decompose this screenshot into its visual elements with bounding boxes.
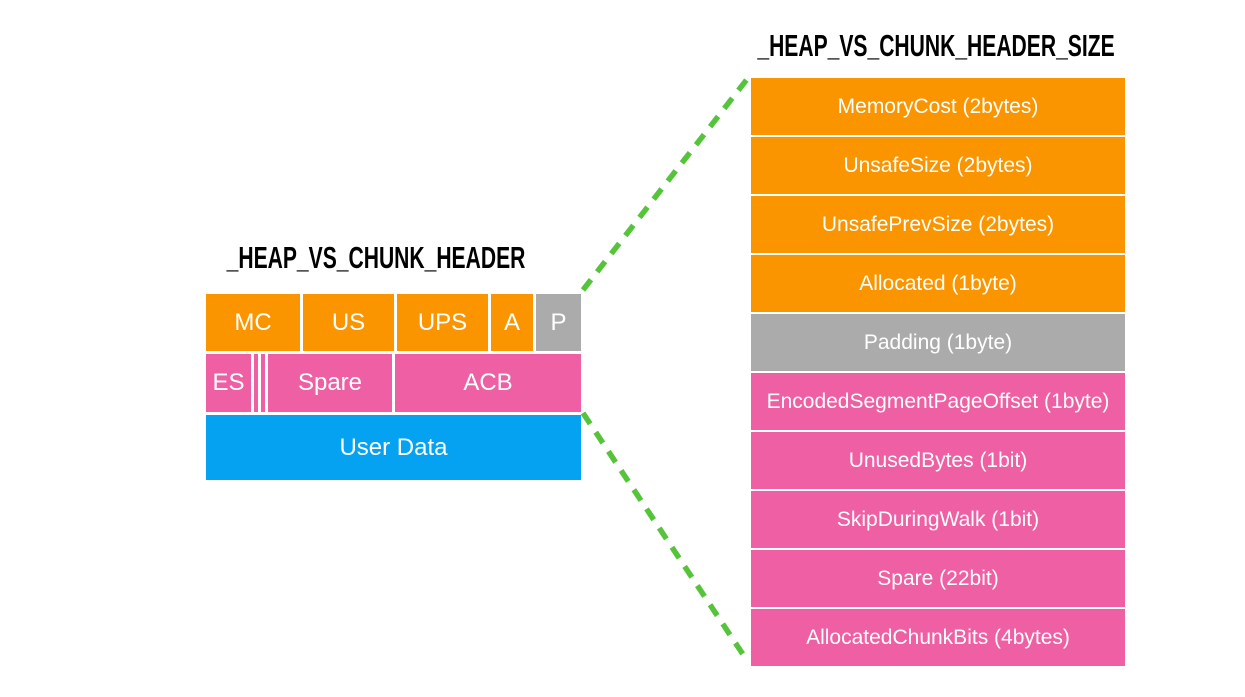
- cell-unusedbytes: UnusedBytes (1bit): [751, 432, 1125, 489]
- cell-memorycost: MemoryCost (2bytes): [751, 78, 1125, 135]
- cell-unsafeprevsize: UnsafePrevSize (2bytes): [751, 196, 1125, 253]
- cell-encodedsegmentpageoffset-abbrev: ES: [206, 354, 251, 412]
- cell-unsafeprevsize-abbrev: UPS: [397, 294, 488, 351]
- cell-padding: Padding (1byte): [751, 314, 1125, 371]
- cell-padding-abbrev: P: [536, 294, 581, 351]
- cell-skipduringwalk: SkipDuringWalk (1bit): [751, 491, 1125, 548]
- left-struct-title: _HEAP_VS_CHUNK_HEADER: [226, 240, 526, 275]
- cell-spare: Spare (22bit): [751, 550, 1125, 607]
- connector-line-bottom: [580, 411, 751, 664]
- cell-unsafesize-abbrev: US: [303, 294, 394, 351]
- cell-allocatedchunkbits-abbrev: ACB: [395, 354, 581, 412]
- cell-allocated-abbrev: A: [491, 294, 533, 351]
- cell-encodedsegmentpageoffset: EncodedSegmentPageOffset (1byte): [751, 373, 1125, 430]
- cell-unusedbytes-bit-sliver: [254, 354, 258, 412]
- cell-unsafesize: UnsafeSize (2bytes): [751, 137, 1125, 194]
- cell-user-data: User Data: [206, 415, 581, 480]
- right-struct-title: _HEAP_VS_CHUNK_HEADER_SIZE: [757, 28, 1115, 63]
- cell-memorycost-abbrev: MC: [206, 294, 300, 351]
- cell-allocated: Allocated (1byte): [751, 255, 1125, 312]
- cell-allocatedchunkbits: AllocatedChunkBits (4bytes): [751, 609, 1125, 666]
- connector-line-top: [580, 76, 751, 292]
- cell-spare-abbrev: Spare: [268, 354, 392, 412]
- cell-skipduringwalk-bit-sliver: [261, 354, 265, 412]
